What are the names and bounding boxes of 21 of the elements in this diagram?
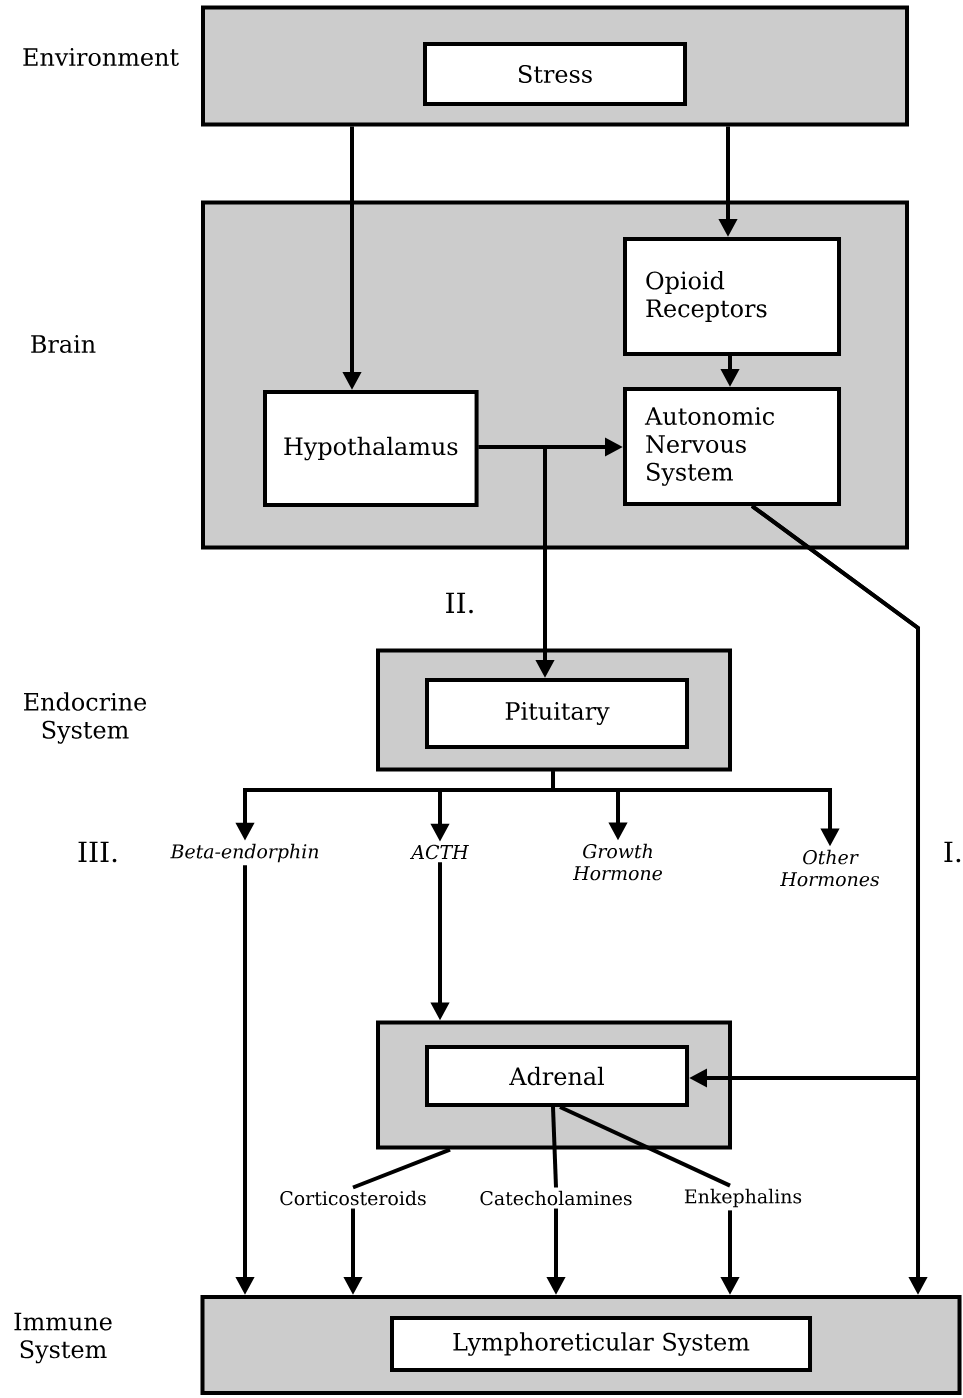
process-box: Adrenal bbox=[425, 1045, 689, 1107]
hormone-label: Growth Hormone bbox=[572, 843, 662, 881]
process-box: Pituitary bbox=[425, 678, 689, 749]
pathway-numeral: III. bbox=[78, 841, 117, 863]
level-heading: Endocrine System bbox=[24, 692, 147, 744]
pathway-numeral: II. bbox=[446, 592, 473, 614]
process-box: Autonomic Nervous System bbox=[623, 387, 841, 506]
hormone-label: ACTH bbox=[409, 844, 469, 860]
process-box: Opioid Receptors bbox=[623, 237, 841, 356]
level-heading: Immune System bbox=[14, 1312, 112, 1364]
level-heading: Brain bbox=[31, 335, 96, 353]
process-box: Stress bbox=[423, 42, 687, 106]
level-heading: Environment bbox=[23, 48, 179, 66]
substance-label: Corticosteroids bbox=[280, 1190, 426, 1206]
substance-label: Catecholamines bbox=[480, 1190, 632, 1206]
process-box: Lymphoreticular System bbox=[390, 1316, 812, 1372]
hormone-label: Beta-endorphin bbox=[170, 843, 319, 863]
process-box: Hypothalamus bbox=[263, 390, 479, 507]
pathway-numeral: I. bbox=[944, 841, 961, 863]
hormone-label: Other Hormones bbox=[780, 849, 880, 887]
substance-label: Enkephalins bbox=[684, 1188, 802, 1208]
